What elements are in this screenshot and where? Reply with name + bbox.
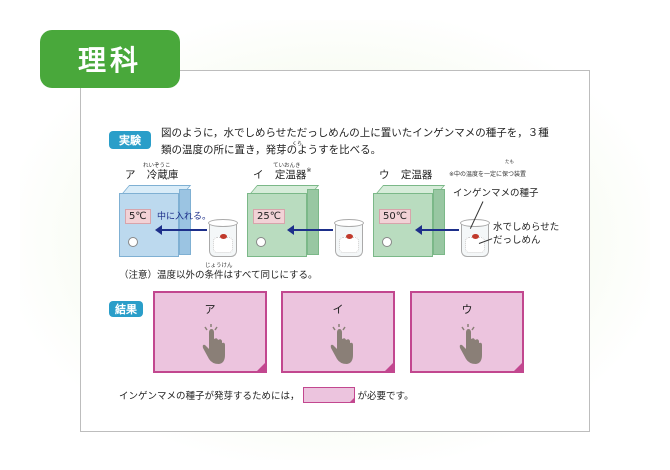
setup-a-name: 冷蔵庫 (146, 169, 179, 181)
cotton-label-line-1: 水でしめらせた (493, 222, 560, 233)
conclusion-after: が必要です。 (357, 391, 414, 402)
setup-b-ruby: ていおんき (273, 163, 301, 169)
knob-icon (128, 237, 138, 247)
subject-title: 理科 (77, 44, 142, 77)
incubator-50: 50℃ (373, 185, 446, 257)
experiment-badge-label: 実験 (119, 134, 141, 147)
experiment-badge: 実験 (109, 131, 151, 149)
pointing-hand-icon (202, 324, 225, 364)
setup-b-label: イ 定温器※ (253, 167, 311, 182)
cup-b (334, 219, 364, 257)
seed-icon (472, 234, 479, 239)
result-card-b[interactable]: イ (281, 291, 395, 373)
asterisk-note: ※中の温度を一定に保つ装置 (449, 171, 527, 178)
setup-a-label: ア 冷蔵庫 (125, 167, 178, 182)
result-card-c[interactable]: ウ (410, 291, 524, 373)
incubator-25: 25℃ (247, 185, 320, 257)
temp-display-c: 50℃ (379, 209, 411, 224)
arrow-left-icon (155, 225, 207, 235)
arrow-left-icon (287, 225, 333, 235)
conclusion-sentence: インゲンマメの種子が発芽するためには， が必要です。 (119, 387, 414, 403)
result-card-b-label: イ (332, 303, 344, 316)
seed-icon (346, 234, 353, 239)
refrigerator: 5℃ (119, 185, 192, 257)
arrow-left-icon (415, 225, 459, 235)
asterisk-note-ruby: たも (505, 160, 514, 165)
results-badge: 結果 (109, 301, 143, 317)
pointing-hand-icon (330, 324, 353, 364)
intro-line-1: 図のように，水でしめらせただっしめんの上に置いたインゲンマメの種子を，３種 (161, 127, 549, 139)
intro-line-2: 類の温度の所に置き，発芽のようすを比べる。 (161, 144, 382, 156)
result-card-a[interactable]: ア (153, 291, 267, 373)
setup-c-name: 定温器 (400, 169, 433, 181)
setup-a-mark: ア (125, 169, 136, 181)
setup-c-label: ウ 定温器 (379, 167, 432, 182)
subject-tab: 理科 (40, 30, 180, 88)
result-card-c-label: ウ (461, 303, 473, 316)
setup-b-mark: イ (253, 169, 264, 181)
experiment-intro: 図のように，水でしめらせただっしめんの上に置いたインゲンマメの種子を，３種 類の… (161, 125, 581, 159)
setup-b-name: 定温器 (274, 169, 307, 181)
put-inside-note: 中に入れる。 (157, 212, 212, 222)
answer-blank[interactable] (302, 387, 355, 403)
setup-c-mark: ウ (379, 169, 390, 181)
knob-icon (382, 237, 392, 247)
result-card-a-label: ア (204, 303, 216, 316)
seed-icon (220, 234, 227, 239)
cup-a (208, 219, 238, 257)
intro-ruby: くら (292, 141, 303, 147)
setup-b-asterisk: ※ (306, 167, 312, 174)
cotton-label: 水でしめらせた だっしめん (493, 221, 559, 247)
knob-icon (256, 237, 266, 247)
worksheet: 実験 図のように，水でしめらせただっしめんの上に置いたインゲンマメの種子を，３種… (80, 70, 590, 432)
pointing-hand-icon (459, 324, 482, 364)
temp-display-a: 5℃ (125, 209, 151, 224)
cotton-label-line-2: だっしめん (493, 235, 541, 246)
results-badge-label: 結果 (115, 303, 137, 316)
seed-label: インゲンマメの種子 (453, 188, 539, 199)
setup-a-ruby: れいぞうこ (143, 163, 171, 169)
cup-c (460, 219, 490, 257)
conclusion-before: インゲンマメの種子が発芽するためには， (119, 391, 300, 402)
caution-ruby: じょうけん (205, 263, 233, 269)
caution-note: （注意）温度以外の条件はすべて同じにする。 (119, 270, 318, 281)
temp-display-b: 25℃ (253, 209, 285, 224)
